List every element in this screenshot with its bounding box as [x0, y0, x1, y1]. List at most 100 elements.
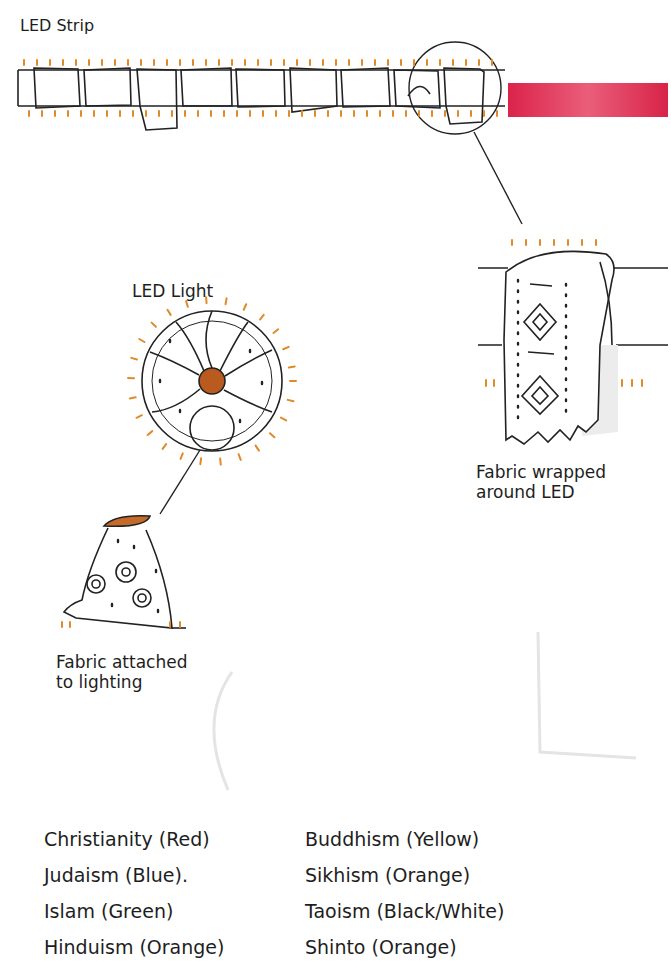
glow-tick: [621, 380, 623, 386]
glow-tick: [158, 111, 160, 116]
glow-tick: [581, 240, 583, 245]
glow-tick: [197, 111, 199, 116]
fabric-wrap-detail: [478, 251, 668, 444]
glow-tick: [256, 446, 259, 451]
glow-tick: [169, 622, 171, 627]
glow-tick: [166, 60, 168, 65]
glow-tick: [641, 380, 643, 386]
glow-tick: [171, 111, 173, 116]
glow-tick: [128, 377, 134, 379]
glow-tick: [184, 111, 186, 116]
glow-tick: [567, 240, 569, 245]
glow-tick: [348, 60, 350, 65]
glow-tick: [273, 329, 278, 333]
glow-tick: [270, 433, 274, 437]
glow-tick: [491, 60, 493, 65]
glow-tick: [75, 60, 77, 65]
glow-tick: [470, 111, 472, 116]
glow-tick: [88, 60, 90, 65]
glow-tick: [525, 240, 527, 245]
glow-tick: [400, 60, 402, 65]
glow-tick: [493, 380, 495, 386]
glow-tick: [239, 454, 241, 460]
glow-tick: [152, 323, 156, 327]
glow-tick: [36, 60, 38, 65]
glow-tick: [426, 60, 428, 65]
glow-tick: [290, 380, 296, 382]
glow-tick: [301, 111, 303, 116]
glow-tick: [130, 397, 136, 398]
glow-tick: [275, 111, 277, 116]
glow-tick: [101, 60, 103, 65]
glow-tick: [322, 60, 324, 65]
glow-tick: [260, 315, 264, 320]
color-key-entry: Buddhism (Yellow): [305, 828, 479, 851]
glow-tick: [257, 60, 259, 65]
glow-tick: [262, 111, 264, 116]
glow-tick: [478, 60, 480, 65]
glow-tick: [283, 60, 285, 65]
part-label: LED Strip: [20, 16, 94, 35]
glow-tick: [431, 111, 433, 116]
glow-tick: [67, 111, 69, 116]
glow-tick: [340, 111, 342, 116]
led-light: [142, 311, 282, 514]
glow-tick: [361, 60, 363, 65]
glow-tick: [511, 240, 513, 245]
glow-tick: [296, 60, 298, 65]
glow-tick: [54, 111, 56, 116]
glow-tick: [181, 453, 183, 459]
glow-tick: [309, 60, 311, 65]
glow-tick: [163, 444, 167, 449]
glow-tick: [283, 347, 288, 349]
glow-tick: [379, 111, 381, 116]
glow-tick: [62, 60, 64, 65]
glow-tick: [223, 111, 225, 116]
glow-tick: [179, 622, 181, 627]
glow-tick: [179, 60, 181, 65]
glow-tick: [418, 111, 420, 116]
glow-tick: [106, 111, 108, 116]
glow-tick: [452, 60, 454, 65]
color-key-entry: Islam (Green): [44, 900, 173, 923]
glow-tick: [23, 60, 25, 65]
glow-tick: [413, 60, 415, 65]
glow-tick: [288, 111, 290, 116]
glow-tick: [444, 111, 446, 116]
glow-tick: [236, 111, 238, 116]
color-key-entry: Taoism (Black/White): [305, 900, 504, 923]
note-label: Fabric attached to lighting: [56, 652, 196, 693]
glow-tick: [119, 111, 121, 116]
glow-tick: [41, 111, 43, 116]
glow-tick: [387, 60, 389, 65]
glow-tick: [288, 400, 294, 401]
glow-tick: [335, 60, 337, 65]
color-key-entry: Shinto (Orange): [305, 936, 457, 959]
glow-tick: [226, 298, 227, 304]
glow-tick: [49, 60, 51, 65]
glow-tick: [439, 60, 441, 65]
glow-tick: [199, 458, 202, 464]
glow-tick: [218, 60, 220, 65]
glow-tick: [539, 240, 541, 245]
part-label: LED Light: [132, 281, 213, 301]
glow-tick: [244, 304, 246, 309]
color-key-entry: Sikhism (Orange): [305, 864, 470, 887]
glow-tick: [595, 240, 597, 245]
glow-tick: [140, 60, 142, 65]
glow-tick: [457, 111, 459, 116]
note-label: Fabric wrapped around LED: [476, 462, 636, 503]
scan-marks: [214, 632, 636, 790]
glow-tick: [153, 60, 155, 65]
glow-tick: [28, 111, 30, 116]
glow-tick: [631, 380, 633, 386]
glow-tick: [61, 622, 63, 627]
red-color-swatch: [508, 83, 668, 117]
glow-tick: [137, 415, 142, 418]
glow-tick: [289, 366, 295, 367]
glow-tick: [374, 60, 376, 65]
glow-tick: [186, 301, 188, 307]
glow-tick: [465, 60, 467, 65]
glow-tick: [219, 459, 222, 465]
glow-tick: [231, 60, 233, 65]
